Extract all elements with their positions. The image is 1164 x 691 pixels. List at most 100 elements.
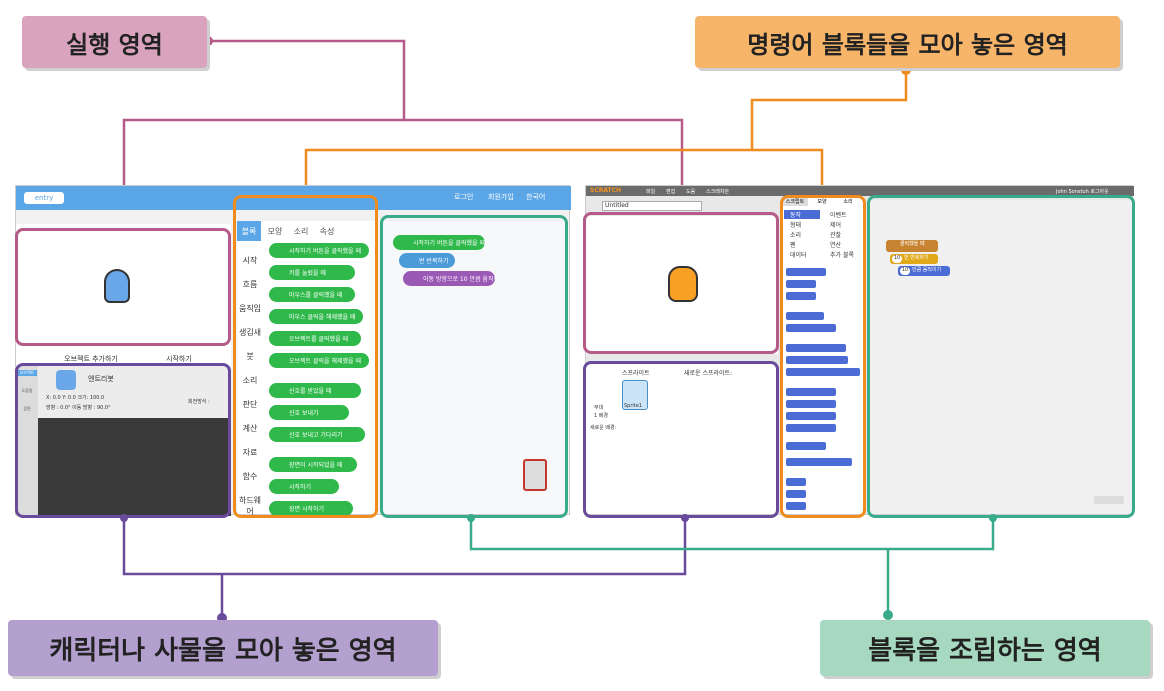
start-button[interactable]: 시작하기 [166, 355, 192, 363]
palette-block-10[interactable] [786, 400, 836, 408]
category-motion-scratch[interactable]: 동작 [784, 210, 820, 219]
signup-link[interactable]: 회원가입 [488, 193, 514, 201]
script-repeat[interactable]: 번 반복하기 [890, 254, 938, 264]
scratch-assembly-area-frame [867, 195, 1135, 518]
scratch-blocks-area-frame [780, 195, 866, 518]
tab-blocks[interactable]: 블록 [237, 221, 261, 241]
palette-block-17[interactable] [786, 502, 806, 510]
palette-block-4[interactable] [786, 312, 824, 320]
block-object-release[interactable]: 오브젝트 클릭을 해제했을 때 [269, 353, 369, 368]
dot-entry-objects [120, 514, 128, 522]
add-object-button[interactable]: 오브젝트 추가하기 [64, 355, 118, 363]
category-judgement[interactable]: 판단 [242, 400, 258, 409]
user-menu[interactable]: John Sonstuh 로그아웃 [1056, 189, 1109, 195]
project-title-input[interactable]: Untitled [602, 201, 702, 211]
tab-sounds[interactable]: 소리 [293, 226, 309, 236]
script-block-move[interactable]: 이동 방향으로 10 만큼 움직이기 [403, 271, 495, 286]
script-move[interactable]: 만큼 움직이기 [898, 266, 950, 276]
assembly-area-label: 블록을 조립하는 영역 [820, 620, 1150, 676]
entry-blocks-area-frame [233, 195, 378, 518]
script-block-start[interactable]: 시작하기 버튼을 클릭했을 때 [393, 235, 485, 250]
object-name[interactable]: 엔트리봇 [88, 375, 114, 383]
entry-objects-area-frame [15, 363, 231, 518]
objects-area-connector [122, 518, 687, 576]
script-repeat-count[interactable]: 10 [892, 255, 902, 263]
category-data[interactable]: 자료 [242, 448, 258, 457]
rotation-label: 회전방식 : [188, 399, 210, 405]
palette-block-13[interactable] [786, 442, 826, 450]
palette-block-3[interactable] [786, 292, 816, 300]
tab-scene[interactable]: 장면 [23, 406, 31, 411]
block-mouse-release[interactable]: 마우스 클릭을 해제했을 때 [269, 309, 363, 324]
scratch-scripts-area: 클릭했을 때 번 반복하기 10 만큼 움직이기 10 [870, 200, 1132, 514]
palette-block-11[interactable] [786, 412, 836, 420]
block-signal-send-wait[interactable]: 신호 보내고 기다리기 [269, 427, 365, 442]
language-link[interactable]: 한국어 [526, 193, 546, 201]
sprite1-thumb[interactable]: Sprite1 [622, 380, 648, 410]
block-key-press[interactable]: 키를 눌렀을 때 [269, 265, 355, 280]
script-block-repeat[interactable]: 번 반복하기 [399, 253, 455, 268]
category-operators-scratch[interactable]: 연산 [830, 242, 842, 249]
palette-block-6[interactable] [786, 344, 846, 352]
entrybot-sprite[interactable] [104, 269, 130, 303]
category-data-scratch[interactable]: 데이터 [790, 252, 807, 259]
category-calc[interactable]: 계산 [242, 424, 258, 433]
category-hardware[interactable]: 하드웨어 [238, 496, 262, 516]
palette-block-7[interactable] [786, 356, 848, 364]
tab-properties[interactable]: 속성 [319, 226, 335, 236]
trash-icon[interactable] [523, 459, 547, 491]
tab-sounds-scratch[interactable]: 소리 [843, 198, 853, 205]
stage-thumb-label[interactable]: 무대 [594, 405, 604, 411]
scratch-logo[interactable]: SCRATCH [590, 187, 622, 194]
category-function[interactable]: 함수 [242, 472, 258, 481]
menu-file[interactable]: 파일 [646, 189, 656, 195]
login-link[interactable]: 로그인 [454, 193, 474, 201]
menu-edit[interactable]: 편집 [666, 189, 676, 195]
block-signal-receive[interactable]: 신호를 받았을 때 [269, 383, 361, 398]
palette-block-16[interactable] [786, 490, 806, 498]
category-sensing-scratch[interactable]: 관찰 [830, 232, 842, 239]
tab-object[interactable]: 오브젝트 [17, 370, 37, 376]
category-looks[interactable]: 생김새 [238, 328, 262, 337]
zoom-controls[interactable] [1094, 496, 1124, 504]
script-move-steps[interactable]: 10 [900, 267, 910, 275]
category-motion[interactable]: 움직임 [238, 304, 262, 313]
tab-help[interactable]: 도움말 [21, 388, 33, 393]
category-events-scratch[interactable]: 이벤트 [830, 212, 847, 219]
category-sound-scratch[interactable]: 소리 [790, 232, 802, 239]
block-scene-start-2[interactable]: 장면 시작하기 [269, 501, 353, 516]
category-control-scratch[interactable]: 제어 [830, 222, 842, 229]
object-direction: 방향 : 0.0° 이동 방향 : 90.0° [46, 405, 111, 411]
category-more-scratch[interactable]: 추가 블록 [830, 252, 854, 259]
block-signal-send[interactable]: 신호 보내기 [269, 405, 349, 420]
category-flow[interactable]: 흐름 [242, 280, 258, 289]
tab-costumes[interactable]: 모양 [817, 198, 827, 205]
category-sound[interactable]: 소리 [242, 376, 258, 385]
category-pen-scratch[interactable]: 펜 [790, 242, 796, 249]
category-brush[interactable]: 붓 [246, 352, 254, 361]
sprite-list-panel: 스프라이트 새로운 스프라이트: 무대 1 배경 새로운 배경: Sprite1 [586, 364, 778, 514]
palette-block-12[interactable] [786, 424, 836, 432]
block-mouse-click[interactable]: 마우스를 클릭했을 때 [269, 287, 355, 302]
palette-block-5[interactable] [786, 324, 836, 332]
palette-block-14[interactable] [786, 458, 852, 466]
menu-about[interactable]: 스크래치란 [706, 189, 730, 195]
palette-block-9[interactable] [786, 388, 836, 396]
palette-block-8[interactable] [786, 368, 860, 376]
tab-shapes[interactable]: 모양 [267, 226, 283, 236]
entry-logo[interactable]: entry [24, 192, 64, 204]
block-scene-start[interactable]: 장면이 시작되었을 때 [269, 457, 357, 472]
category-looks-scratch[interactable]: 형태 [790, 222, 802, 229]
block-object-click[interactable]: 오브젝트를 클릭했을 때 [269, 331, 361, 346]
tab-scripts[interactable]: 스크립트 [782, 196, 808, 206]
object-thumb[interactable] [56, 370, 76, 390]
script-when-flag[interactable]: 클릭했을 때 [886, 240, 938, 252]
palette-block-1[interactable] [786, 268, 826, 276]
block-start[interactable]: 시작하기 [269, 479, 339, 494]
palette-block-2[interactable] [786, 280, 816, 288]
category-start[interactable]: 시작 [242, 256, 258, 265]
scratch-cat-sprite[interactable] [668, 266, 698, 302]
menu-help[interactable]: 도움 [686, 189, 696, 195]
palette-block-15[interactable] [786, 478, 806, 486]
block-start-click[interactable]: 시작하기 버튼을 클릭했을 때 [269, 243, 369, 258]
